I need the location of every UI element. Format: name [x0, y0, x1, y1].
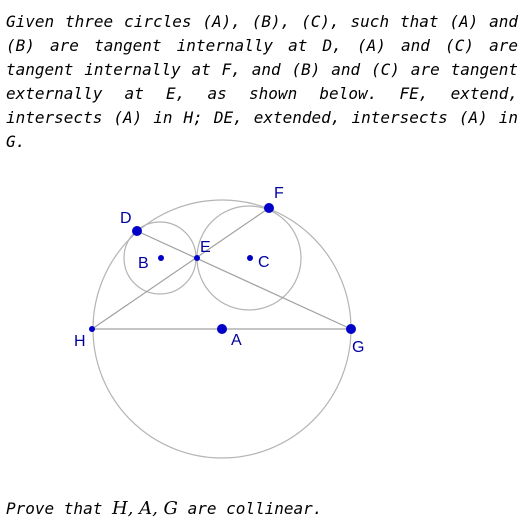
point-d	[132, 226, 142, 236]
point-b	[158, 255, 164, 261]
segment-fh	[91, 207, 270, 330]
prove-math: H, A, G	[111, 498, 178, 519]
label-g: G	[352, 339, 364, 356]
prove-suffix: are collinear.	[177, 499, 323, 518]
point-e	[194, 255, 200, 261]
label-a: A	[231, 332, 242, 349]
segment-dg	[136, 230, 352, 330]
problem-statement: Given three circles (A), (B), (C), such …	[6, 10, 518, 154]
label-d: D	[120, 210, 132, 227]
prove-prefix: Prove that	[6, 499, 112, 518]
point-h	[89, 326, 95, 332]
label-f: F	[274, 185, 284, 202]
prove-statement: Prove that H, A, G are collinear.	[6, 497, 322, 521]
label-e: E	[200, 239, 211, 256]
problem-statement-text: Given three circles (A), (B), (C), such …	[6, 12, 518, 151]
label-c: C	[258, 254, 270, 271]
label-h: H	[74, 333, 86, 350]
point-f	[264, 203, 274, 213]
label-b: B	[138, 255, 149, 272]
point-c	[247, 255, 253, 261]
point-a	[217, 324, 227, 334]
point-g	[346, 324, 356, 334]
